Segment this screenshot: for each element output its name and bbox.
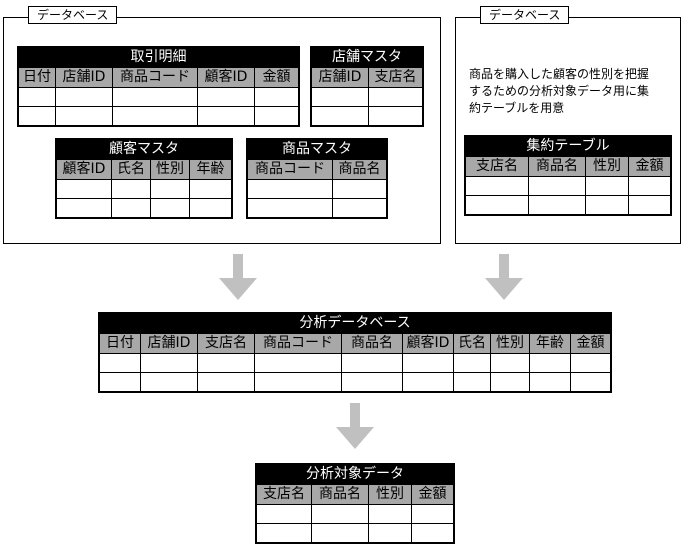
description-line: 商品を購入した顧客の性別を把握 — [469, 67, 650, 81]
column-header: 年齢 — [189, 159, 233, 180]
down-arrow-icon — [219, 254, 257, 300]
table-title: 分析対象データ — [256, 464, 454, 485]
column-header: 商品名 — [341, 333, 403, 354]
column-header: 金額 — [411, 484, 455, 505]
column-header: 顧客ID — [55, 159, 112, 180]
column-header: 商品コード — [112, 67, 198, 88]
description-line: 約テーブルを用意 — [469, 101, 565, 115]
column-header: 商品名 — [332, 159, 388, 180]
table-title: 顧客マスタ — [56, 139, 232, 160]
column-header: 支店名 — [464, 156, 529, 177]
column-header: 支店名 — [368, 67, 424, 88]
column-header: 性別 — [585, 156, 629, 177]
table-title: 分析データベース — [99, 313, 611, 334]
analysis-database-table: 分析データベース 日付 店舗ID 支店名 商品コード 商品名 顧客ID 氏名 性… — [98, 312, 612, 393]
store-master-table: 店舗マスタ 店舗ID 支店名 — [310, 46, 424, 127]
transaction-detail-table: 取引明細 日付 店舗ID 商品コード 顧客ID 金額 — [17, 46, 300, 127]
table-row — [55, 198, 233, 219]
aggregate-table: 集約テーブル 支店名 商品名 性別 金額 — [464, 135, 672, 216]
column-header: 店舗ID — [310, 67, 369, 88]
table-row — [98, 372, 612, 393]
table-row — [464, 176, 672, 196]
table-row — [464, 195, 672, 216]
column-header: 店舗ID — [140, 333, 198, 354]
column-header: 金額 — [254, 67, 300, 88]
table-title: 取引明細 — [18, 47, 299, 68]
product-master-table: 商品マスタ 商品コード 商品名 — [246, 138, 388, 219]
column-header: 金額 — [570, 333, 612, 354]
column-header: 性別 — [490, 333, 530, 354]
table-row — [55, 179, 233, 199]
table-row — [17, 87, 300, 107]
column-header: 商品名 — [311, 484, 369, 505]
table-row — [310, 106, 424, 127]
customer-master-table: 顧客マスタ 顧客ID 氏名 性別 年齢 — [55, 138, 233, 219]
table-row — [255, 504, 455, 524]
column-header: 日付 — [98, 333, 141, 354]
analysis-target-table: 分析対象データ 支店名 商品名 性別 金額 — [255, 463, 455, 544]
right-database-description: 商品を購入した顧客の性別を把握 するための分析対象データ用に集 約テーブルを用意 — [469, 66, 679, 117]
column-header: 店舗ID — [55, 67, 113, 88]
column-header: 性別 — [368, 484, 412, 505]
column-header: 顧客ID — [402, 333, 454, 354]
column-header: 氏名 — [111, 159, 151, 180]
table-title: 店舗マスタ — [311, 47, 423, 68]
column-header: 金額 — [628, 156, 672, 177]
column-header: 商品コード — [246, 159, 333, 180]
left-database-label: データベース — [28, 6, 118, 24]
table-row — [310, 87, 424, 107]
column-header: 支店名 — [255, 484, 312, 505]
column-header: 顧客ID — [197, 67, 255, 88]
down-arrow-icon — [336, 403, 374, 449]
table-title: 集約テーブル — [465, 136, 671, 157]
table-row — [255, 523, 455, 544]
column-header: 性別 — [150, 159, 190, 180]
column-header: 商品名 — [528, 156, 586, 177]
table-row — [17, 106, 300, 127]
table-row — [98, 353, 612, 373]
column-header: 氏名 — [453, 333, 491, 354]
table-row — [246, 198, 388, 219]
column-header: 支店名 — [197, 333, 255, 354]
right-database-label: データベース — [480, 6, 570, 24]
description-line: するための分析対象データ用に集 — [469, 84, 650, 98]
column-header: 年齢 — [529, 333, 571, 354]
column-header: 日付 — [17, 67, 56, 88]
column-header: 商品コード — [254, 333, 342, 354]
table-title: 商品マスタ — [247, 139, 387, 160]
table-row — [246, 179, 388, 199]
down-arrow-icon — [485, 254, 523, 300]
